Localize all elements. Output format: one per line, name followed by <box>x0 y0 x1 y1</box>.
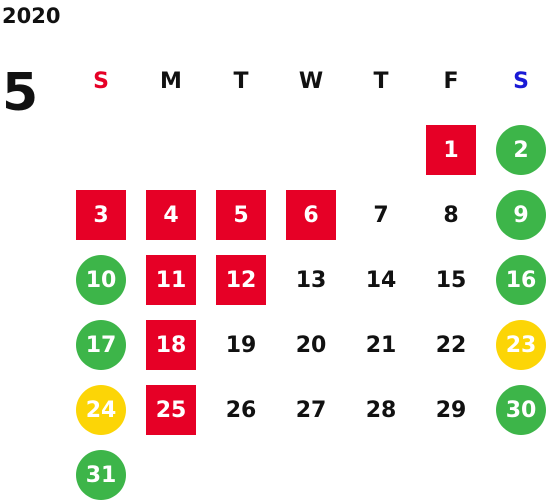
calendar-day-27[interactable]: 27 <box>295 397 327 423</box>
calendar-day-15[interactable]: 15 <box>435 267 467 293</box>
calendar-day-30[interactable]: 30 <box>496 385 546 435</box>
calendar-day-6[interactable]: 6 <box>286 190 336 240</box>
calendar-day-24[interactable]: 24 <box>76 385 126 435</box>
calendar-day-11[interactable]: 11 <box>146 255 196 305</box>
calendar-day-29[interactable]: 29 <box>435 397 467 423</box>
calendar-day-3[interactable]: 3 <box>76 190 126 240</box>
calendar-day-10[interactable]: 10 <box>76 255 126 305</box>
calendar-day-4[interactable]: 4 <box>146 190 196 240</box>
calendar-day-22[interactable]: 22 <box>435 332 467 358</box>
calendar-day-5[interactable]: 5 <box>216 190 266 240</box>
calendar-day-19[interactable]: 19 <box>225 332 257 358</box>
weekday-header-wednesday: W <box>298 68 324 94</box>
weekday-header-monday: M <box>160 68 182 94</box>
weekday-header-tuesday: T <box>233 68 249 94</box>
weekday-header-saturday: S <box>513 68 529 94</box>
calendar-day-20[interactable]: 20 <box>295 332 327 358</box>
calendar-day-16[interactable]: 16 <box>496 255 546 305</box>
calendar-day-1[interactable]: 1 <box>426 125 476 175</box>
weekday-header-sunday: S <box>93 68 109 94</box>
calendar-year: 2020 <box>2 4 61 28</box>
weekday-header-friday: F <box>443 68 459 94</box>
calendar-day-9[interactable]: 9 <box>496 190 546 240</box>
calendar-day-26[interactable]: 26 <box>225 397 257 423</box>
calendar-day-18[interactable]: 18 <box>146 320 196 370</box>
calendar-day-31[interactable]: 31 <box>76 450 126 500</box>
calendar-day-28[interactable]: 28 <box>365 397 397 423</box>
calendar-day-14[interactable]: 14 <box>365 267 397 293</box>
calendar-day-13[interactable]: 13 <box>295 267 327 293</box>
calendar-day-25[interactable]: 25 <box>146 385 196 435</box>
calendar-day-8[interactable]: 8 <box>443 202 459 228</box>
calendar-day-23[interactable]: 23 <box>496 320 546 370</box>
calendar-day-2[interactable]: 2 <box>496 125 546 175</box>
calendar-day-21[interactable]: 21 <box>365 332 397 358</box>
calendar-month: 5 <box>2 63 39 123</box>
calendar-day-7[interactable]: 7 <box>373 202 389 228</box>
calendar-day-12[interactable]: 12 <box>216 255 266 305</box>
calendar-day-17[interactable]: 17 <box>76 320 126 370</box>
weekday-header-thursday: T <box>373 68 389 94</box>
